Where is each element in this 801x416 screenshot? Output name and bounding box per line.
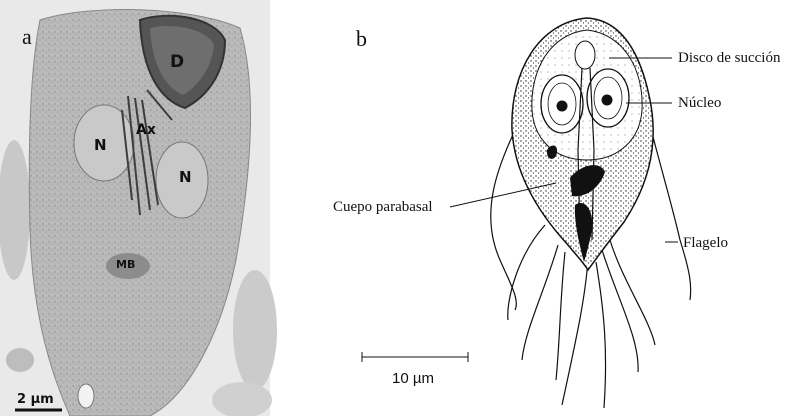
em-label-median-body: MB	[116, 258, 135, 271]
label-parabasal-body: Cuepo parabasal	[333, 199, 433, 216]
em-label-disc: D	[170, 52, 184, 72]
label-nucleus: Núcleo	[678, 95, 721, 112]
em-label-nucleus-right: N	[179, 168, 192, 186]
label-flagellum: Flagelo	[683, 235, 728, 252]
scale-bar-b	[362, 352, 468, 362]
scale-bar-label-b: 10 µm	[392, 370, 434, 387]
scale-bar-label-a: 2 µm	[17, 392, 54, 407]
panel-label-a: a	[22, 24, 32, 50]
em-label-nucleus-left: N	[94, 136, 107, 154]
panel-label-b: b	[356, 26, 367, 52]
em-label-axonemes: Ax	[136, 122, 156, 138]
label-sucking-disc: Disco de succión	[678, 50, 780, 67]
micrograph-panel	[0, 0, 277, 416]
